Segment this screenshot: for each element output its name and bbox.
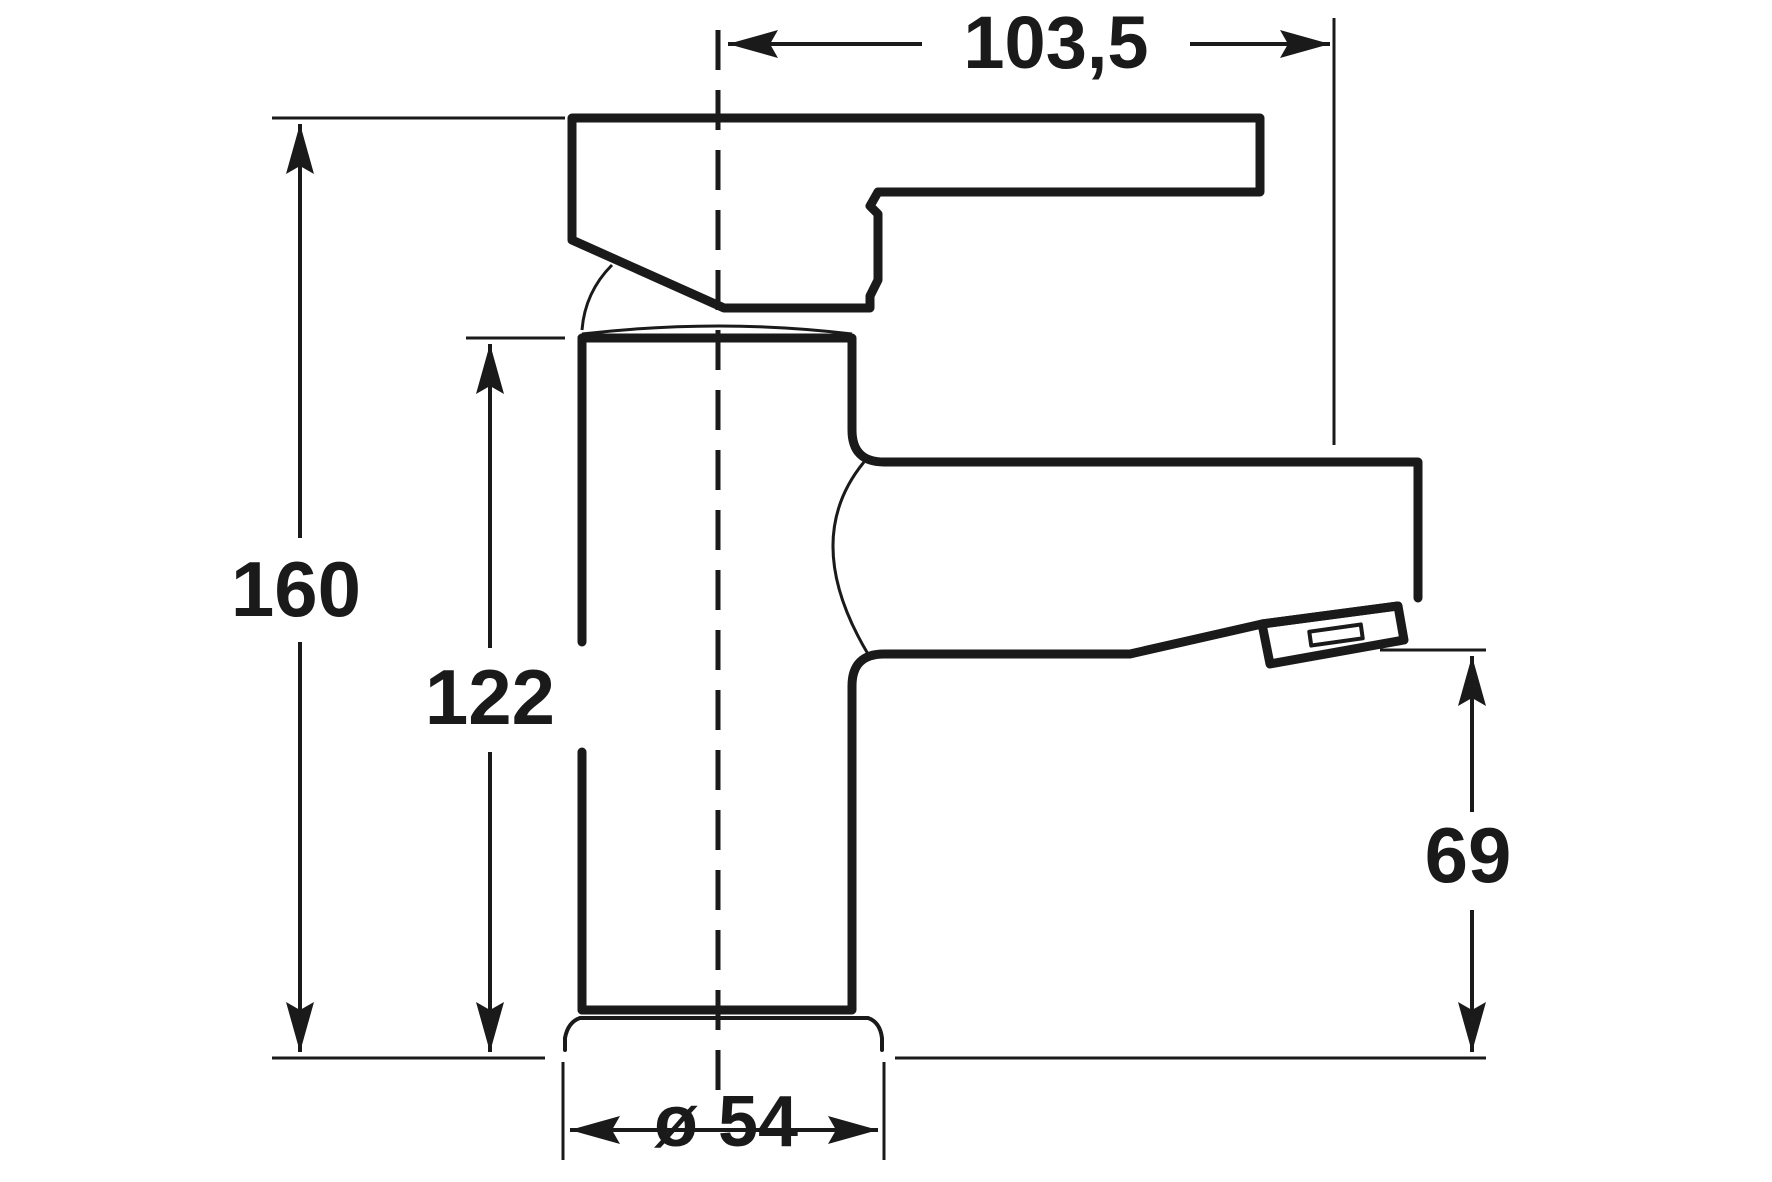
lever-handle (567, 113, 1265, 313)
aerator-slot (1307, 622, 1365, 648)
body-top-curve (581, 324, 853, 336)
label-body-height: 122 (425, 653, 555, 741)
extension-lines (272, 18, 1486, 1160)
handle-curve (580, 263, 614, 331)
spout-underside (577, 601, 1403, 1015)
faucet-outline (563, 113, 1423, 1052)
dimension-lines (286, 29, 1486, 1144)
label-spout-height: 69 (1425, 811, 1512, 899)
label-spout-reach: 103,5 (963, 1, 1148, 84)
base-flange (563, 1016, 884, 1052)
label-total-height: 160 (231, 545, 361, 633)
spout-curve (831, 461, 870, 655)
label-base-diameter: ø 54 (654, 1082, 798, 1162)
contour-curves (580, 263, 870, 655)
aerator (1257, 601, 1409, 669)
body-cylinder (577, 333, 1423, 603)
